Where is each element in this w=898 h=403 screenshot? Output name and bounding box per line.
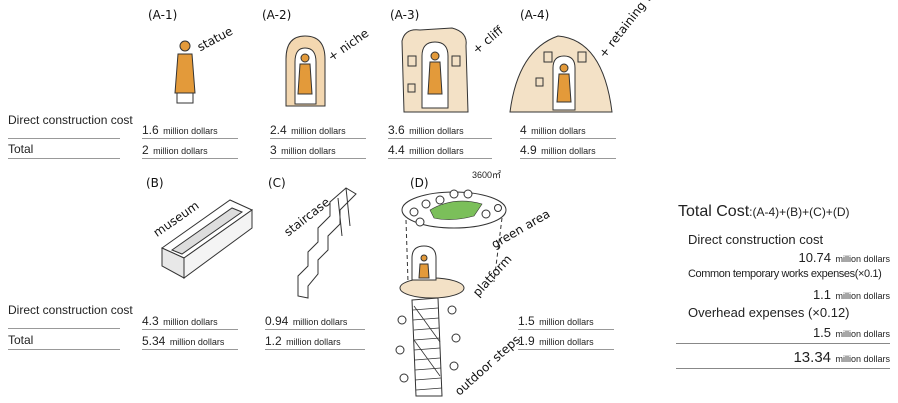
label-a3: (A-3) [390, 8, 419, 22]
summary-common-value: 1.1 million dollars [813, 286, 890, 304]
total-cost-b: 5.34 million dollars [142, 332, 238, 350]
direct-cost-d: 1.5 million dollars [518, 312, 614, 330]
museum-sketch [160, 196, 255, 288]
total-cost-c: 1.2 million dollars [265, 332, 365, 350]
summary-direct-label: Direct construction cost [688, 232, 823, 247]
direct-cost-c: 0.94 million dollars [265, 312, 365, 330]
direct-cost-b: 4.3 million dollars [142, 312, 238, 330]
label-a1: (A-1) [148, 8, 177, 22]
total-cost-a3: 4.4 million dollars [388, 141, 492, 159]
niche-sketch [283, 34, 328, 109]
caption-statue: statue [195, 24, 235, 54]
summary-overhead-value: 1.5 million dollars [813, 324, 890, 342]
total-cost-a1: 2 million dollars [142, 141, 238, 159]
staircase-sketch [290, 186, 360, 301]
label-a4: (A-4) [520, 8, 549, 22]
summary-divider [676, 343, 890, 344]
total-cost-d: 1.9 million dollars [518, 332, 614, 350]
total-cost-heading: Total Cost:(A-4)+(B)+(C)+(D) [678, 203, 849, 221]
summary-overhead-label: Overhead expenses (×0.12) [688, 305, 850, 320]
direct-cost-a4: 4 million dollars [520, 121, 616, 139]
label-c: (C) [268, 176, 286, 190]
caption-cliff: + cliff [470, 23, 506, 56]
direct-cost-a3: 3.6 million dollars [388, 121, 492, 139]
area-label: 3600㎡ [472, 168, 501, 181]
row-header-total-top: Total [8, 142, 33, 156]
row-header-direct-bottom: Direct construction cost [8, 304, 118, 316]
summary-direct-value: 10.74 million dollars [798, 249, 890, 267]
cliff-sketch [400, 26, 470, 114]
direct-cost-a1: 1.6 million dollars [142, 121, 238, 139]
total-cost-a4: 4.9 million dollars [520, 141, 616, 159]
total-cost-a2: 3 million dollars [270, 141, 366, 159]
row-header-direct-top: Direct construction cost [8, 114, 118, 126]
label-a2: (A-2) [262, 8, 291, 22]
statue-sketch [170, 38, 200, 108]
direct-cost-a2: 2.4 million dollars [270, 121, 366, 139]
caption-niche: + niche [325, 26, 371, 64]
retaining-wall-sketch [508, 30, 616, 116]
summary-total-underline [676, 368, 890, 369]
summary-common-label: Common temporary works expenses(×0.1) [688, 268, 881, 280]
row-header-total-bottom: Total [8, 333, 33, 347]
label-b: (B) [146, 176, 164, 190]
summary-total-value: 13.34 million dollars [793, 349, 890, 367]
